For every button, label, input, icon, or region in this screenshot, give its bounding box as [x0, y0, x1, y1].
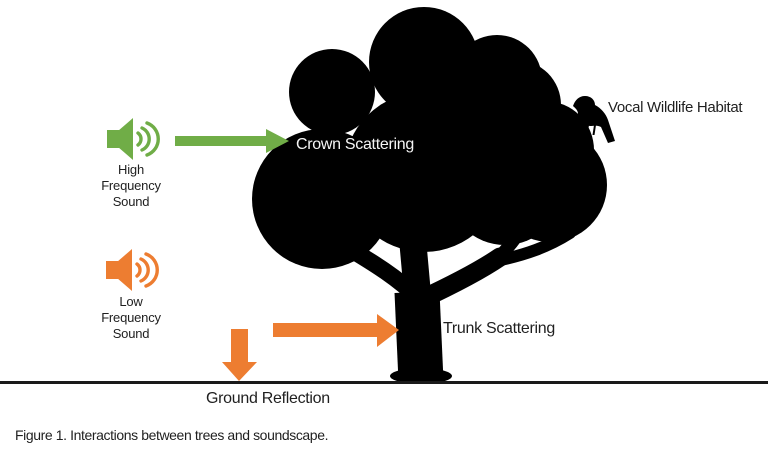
low-frequency-speaker-icon	[106, 249, 159, 291]
high-frequency-line2: Frequency	[101, 178, 161, 193]
high-frequency-line3: Sound	[112, 194, 150, 209]
high-frequency-sound-label: High Frequency Sound	[71, 162, 191, 210]
ground-reflection-arrow	[222, 329, 257, 381]
ground-reflection-label: Ground Reflection	[206, 390, 330, 407]
bird-icon	[573, 96, 615, 143]
tree-trunk	[336, 209, 576, 383]
ground-line	[0, 381, 768, 384]
high-frequency-line1: High	[118, 162, 144, 177]
tree-crown	[252, 7, 607, 384]
figure-caption: Figure 1. Interactions between trees and…	[15, 427, 329, 443]
low-frequency-sound-label: Low Frequency Sound	[71, 294, 191, 342]
vocal-wildlife-habitat-label: Vocal Wildlife Habitat	[608, 99, 743, 116]
low-frequency-line2: Frequency	[101, 310, 161, 325]
low-frequency-line3: Sound	[112, 326, 150, 341]
crown-scattering-arrow	[175, 129, 289, 153]
low-frequency-line1: Low	[119, 294, 143, 309]
trunk-scattering-label: Trunk Scattering	[443, 320, 555, 337]
tree-icon	[252, 7, 607, 384]
trunk-scattering-arrow	[273, 314, 399, 347]
high-frequency-speaker-icon	[107, 118, 160, 160]
crown-scattering-label: Crown Scattering	[296, 136, 414, 153]
